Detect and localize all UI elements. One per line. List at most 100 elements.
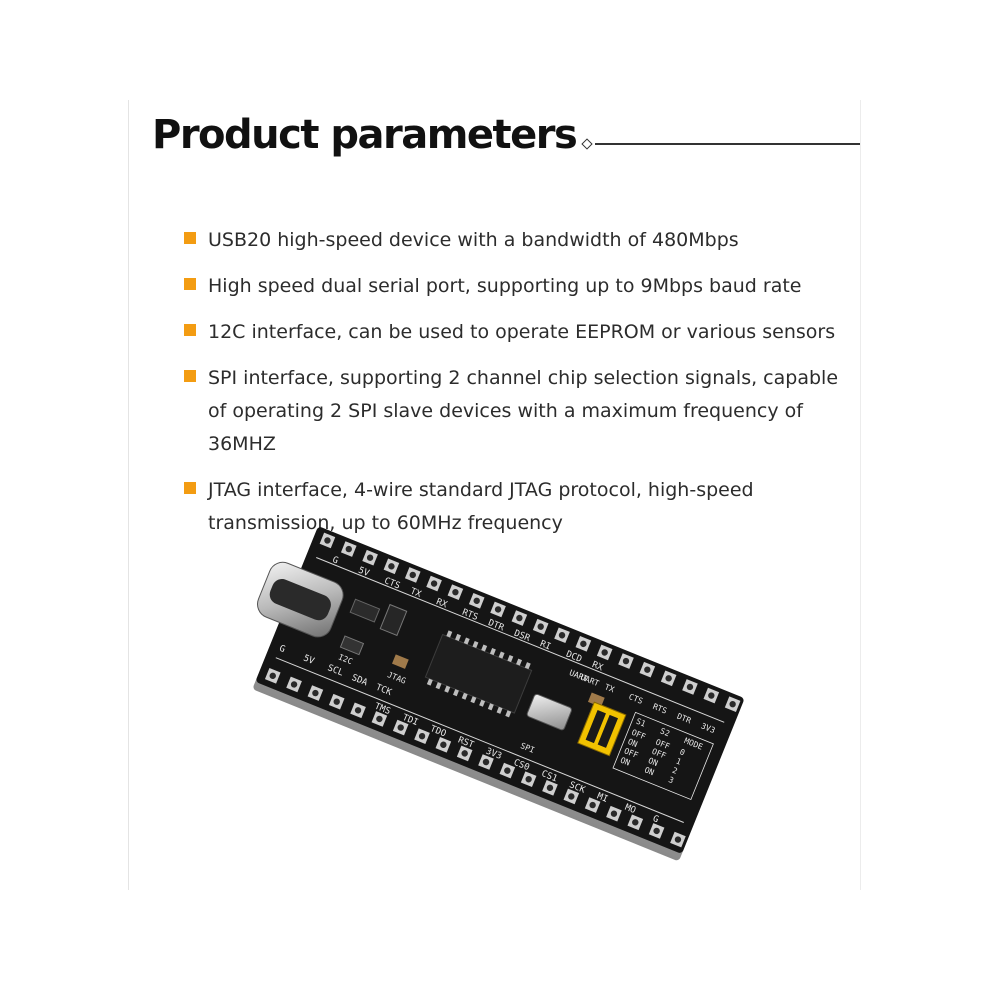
mode-table-cell: ON xyxy=(647,756,659,768)
header-hole xyxy=(333,698,340,705)
feature-text: 12C interface, can be used to operate EE… xyxy=(208,321,836,343)
mode-table-cell: ON xyxy=(643,765,655,777)
header-hole xyxy=(409,571,416,579)
header-hole xyxy=(388,563,395,570)
silkscreen-line-top xyxy=(316,557,725,723)
ic-pin xyxy=(524,662,531,670)
dip-switch-lever xyxy=(597,714,619,748)
frame-line-left xyxy=(128,100,129,890)
pin-label: 5V xyxy=(302,653,316,667)
silkscreen-line-bottom xyxy=(275,657,684,823)
ic-pin xyxy=(505,710,512,718)
ic-pin xyxy=(446,630,453,638)
square-bullet-icon xyxy=(184,370,196,382)
mode-table-header: S1 xyxy=(635,717,647,729)
feature-text: USB20 high-speed device with a bandwidth… xyxy=(208,229,739,251)
header-hole xyxy=(644,666,651,673)
mode-table-cell: ON xyxy=(626,737,638,749)
header-hole xyxy=(473,597,480,604)
header-hole xyxy=(665,675,672,682)
title-rule-line xyxy=(595,143,860,145)
header-hole xyxy=(546,784,554,792)
feature-item: JTAG interface, 4-wire standard JTAG pro… xyxy=(183,474,873,540)
pin-label: RX xyxy=(435,597,449,611)
header-hole xyxy=(504,767,511,774)
header-hole xyxy=(674,836,682,843)
header-hole xyxy=(494,606,502,613)
ic-pin xyxy=(496,706,503,714)
header-hole xyxy=(580,640,587,648)
feature-item: High speed dual serial port, supporting … xyxy=(183,270,873,303)
pin-label: G xyxy=(278,644,287,655)
header-hole xyxy=(290,681,298,688)
ic-pin xyxy=(498,651,505,659)
pin-label: RX xyxy=(590,660,604,674)
header-hole xyxy=(324,537,331,544)
header-hole xyxy=(452,588,459,596)
feature-item: 12C interface, can be used to operate EE… xyxy=(183,316,873,349)
ic-pin xyxy=(516,658,523,666)
smd-resistor xyxy=(587,692,605,708)
header-hole xyxy=(366,554,374,561)
frame-line-right xyxy=(860,100,861,890)
ic-pin xyxy=(455,633,462,641)
ic-pin xyxy=(472,640,479,649)
main-ic-chip xyxy=(424,633,533,714)
feature-text: High speed dual serial port, supporting … xyxy=(208,275,802,297)
mode-table-cell: ON xyxy=(619,756,631,768)
pin-label: TX xyxy=(409,587,423,601)
header-hole xyxy=(440,741,447,748)
crystal-oscillator xyxy=(526,693,572,731)
ic-pin xyxy=(453,689,459,697)
feature-text: SPI interface, supporting 2 channel chip… xyxy=(208,367,839,455)
feature-item: USB20 high-speed device with a bandwidth… xyxy=(183,224,873,257)
ic-pin xyxy=(426,678,433,686)
header-hole xyxy=(482,758,490,766)
header-hole xyxy=(708,692,715,699)
pin-label: TX xyxy=(603,682,615,694)
feature-text: JTAG interface, 4-wire standard JTAG pro… xyxy=(208,479,754,534)
mode-table-cell: 0 xyxy=(678,747,686,757)
mode-table-cell: 3 xyxy=(667,775,675,785)
header-hole xyxy=(269,672,276,680)
feature-list: USB20 high-speed device with a bandwidth… xyxy=(183,224,873,553)
header-hole xyxy=(610,810,618,817)
usb-c-port xyxy=(269,578,331,621)
header-hole xyxy=(568,793,575,800)
pin-label: G xyxy=(331,555,340,566)
header-hole xyxy=(589,801,596,809)
header-holes-top xyxy=(319,532,741,712)
header-hole xyxy=(345,545,352,553)
ic-pin xyxy=(461,692,468,700)
pin-label: G xyxy=(651,814,660,825)
smd-component xyxy=(339,635,365,656)
square-bullet-icon xyxy=(184,482,196,494)
ic-pin xyxy=(481,644,488,652)
header-hole xyxy=(729,700,736,708)
header-hole xyxy=(558,632,566,639)
ic-pin xyxy=(435,682,442,690)
square-bullet-icon xyxy=(184,324,196,336)
title-decoration xyxy=(581,138,861,150)
pin-label: RI xyxy=(538,639,552,652)
ic-pin xyxy=(489,648,496,656)
dip-switch xyxy=(577,701,627,757)
header-hole xyxy=(622,657,630,665)
regulator-chip xyxy=(379,603,408,637)
ic-pin xyxy=(444,685,451,693)
mode-table-cell: 1 xyxy=(675,757,683,767)
dip-switch-lever xyxy=(585,710,606,744)
header-hole xyxy=(312,689,319,697)
ic-pins xyxy=(426,630,531,718)
header-hole xyxy=(537,623,544,630)
pin-label: MI xyxy=(595,792,609,805)
ic-pin xyxy=(507,655,514,663)
mode-table-border xyxy=(612,711,714,801)
mode-table-cell: 2 xyxy=(671,766,679,776)
smd-component xyxy=(349,598,381,623)
header-hole xyxy=(601,649,608,656)
header-hole xyxy=(376,715,383,723)
